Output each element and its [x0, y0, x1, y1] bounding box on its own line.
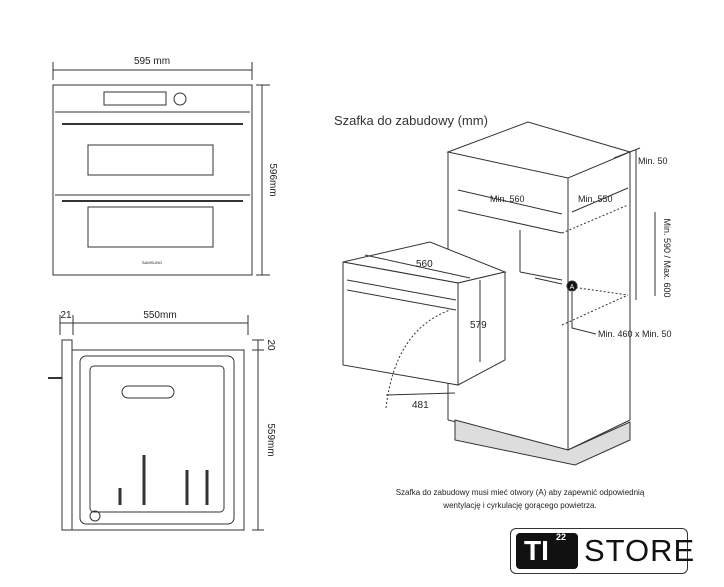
- min-50-label: Min. 50: [638, 156, 668, 166]
- upper-window: [87, 144, 214, 176]
- cabinet-title: Szafka do zabudowy (mm): [334, 113, 488, 128]
- depth-label: 550mm: [143, 310, 176, 321]
- ventilation-note: Szafka do zabudowy musi mieć otwory (A) …: [360, 486, 680, 512]
- vent-size-label: Min. 460 x Min. 50: [598, 329, 672, 339]
- store-logo: TI 22 STORE: [510, 528, 694, 574]
- oven-height-label: 579: [470, 320, 487, 331]
- side-view: 21 550mm 20 559mm: [48, 310, 276, 531]
- width-label: 595 mm: [134, 56, 170, 67]
- control-knob: [173, 92, 187, 106]
- cabinet-diagram: Min. 50 Min. 560 Min. 550 Min. 590 / Max…: [342, 121, 672, 466]
- logo-superscript: 22: [556, 532, 567, 542]
- note-line-2: wentylację i cyrkulację gorącego powietr…: [443, 501, 597, 510]
- front-view: 595 mm SAMSUNG 596mm: [52, 56, 278, 276]
- height-label: 596mm: [267, 163, 278, 196]
- logo-word: STORE: [584, 533, 696, 568]
- oven-front-outline: [52, 84, 253, 276]
- offset-label: 21: [60, 310, 72, 321]
- min-550-label: Min. 550: [578, 194, 613, 204]
- top-gap-label: 20: [265, 339, 276, 351]
- display-panel: [103, 91, 167, 106]
- oven-width-label: 560: [416, 259, 433, 270]
- oven-depth-label: 481: [412, 400, 429, 411]
- vent-marker-label: A: [570, 284, 575, 291]
- logo-mark: TI: [516, 533, 578, 569]
- note-line-1: Szafka do zabudowy musi mieć otwory (A) …: [395, 488, 645, 497]
- side-height-label: 559mm: [265, 423, 276, 456]
- height-range-label: Min. 590 / Max. 600: [662, 218, 672, 297]
- min-560-label: Min. 560: [490, 194, 525, 204]
- oven-side-outline: [71, 349, 245, 531]
- brand-logo: SAMSUNG: [142, 260, 162, 265]
- vent-marker: [566, 280, 578, 292]
- lower-window: [87, 206, 214, 248]
